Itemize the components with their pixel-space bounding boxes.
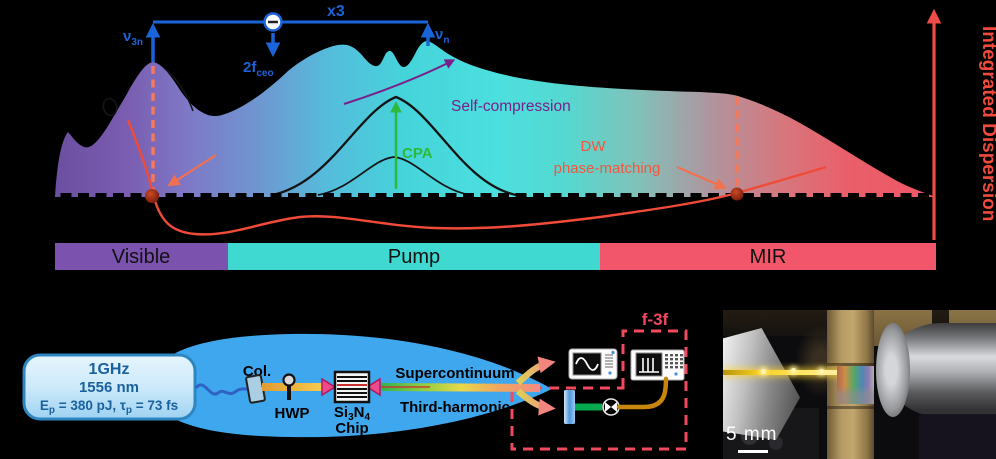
nu3n-label: ν3n xyxy=(123,28,143,48)
cpa-label: CPA xyxy=(402,145,433,162)
band-pump xyxy=(228,243,600,270)
self-compression-arrow xyxy=(343,59,456,105)
photo-mount-seam xyxy=(827,363,874,366)
spectrum-envelope xyxy=(55,41,936,197)
dw-pointer-left-arrow xyxy=(167,154,217,187)
photo-lens-tube-cap xyxy=(876,323,910,417)
dw-label-line2: phase-matching xyxy=(554,160,661,177)
scale-label: 5 mm xyxy=(726,424,778,445)
split-arrow-upper xyxy=(515,356,556,386)
band-pump-label: Pump xyxy=(388,246,440,268)
spectrum-analyzer-icon xyxy=(630,349,685,381)
photo-laser-beam xyxy=(723,370,840,375)
chip-icon xyxy=(333,370,371,404)
photo-beam-speck xyxy=(791,368,796,373)
photodiode-icon xyxy=(602,398,620,416)
oscilloscope-icon xyxy=(568,348,618,380)
pulse-outline-inner xyxy=(317,156,471,196)
dw-pointer-right-arrow xyxy=(676,165,727,190)
setup-panel: f-3f 1GHz 1556 nm Ep = 380 pJ, τp = 73 f… xyxy=(22,310,688,451)
dispersion-axis-label: Integrated Dispersion xyxy=(978,26,996,221)
self-compression-label: Self-compression xyxy=(451,98,571,115)
photo-screw-knob xyxy=(769,436,783,450)
photo-beam-speck xyxy=(819,369,824,374)
spectral-detail-loop xyxy=(102,97,118,117)
spectrum-panel: ν3n νn x3 2fceo Self-compression CPA DW … xyxy=(55,3,996,270)
split-arrow-lower xyxy=(515,388,556,416)
hwp-label: HWP xyxy=(275,405,310,422)
third-harmonic-label: Third-harmonic xyxy=(400,399,510,416)
hwp-icon xyxy=(282,373,296,400)
pulse-outline-outer xyxy=(271,95,517,197)
fceo-label: 2fceo xyxy=(243,59,274,79)
laser-line2: 1556 nm xyxy=(79,379,139,396)
band-mir xyxy=(600,243,936,270)
f3f-label: f-3f xyxy=(642,310,669,329)
band-visible xyxy=(55,243,228,270)
output-coupler-icon xyxy=(365,377,381,397)
detector-fiber xyxy=(616,376,669,410)
fiber-icon xyxy=(194,383,248,396)
input-coupler-icon xyxy=(321,377,337,397)
dispersion-curve xyxy=(126,119,827,236)
dw-dot-visible xyxy=(145,189,159,203)
filter-icon xyxy=(564,390,575,424)
f3f-dashed-box xyxy=(510,329,688,451)
dw-label-line1: DW xyxy=(581,138,607,155)
photo-mount-seam xyxy=(827,406,874,409)
scale-bar xyxy=(738,450,768,453)
photo-beam-speck xyxy=(761,369,766,374)
laser-line3: Ep = 380 pJ, τp = 73 fs xyxy=(40,398,178,416)
nun-label: νn xyxy=(435,26,449,46)
spectral-detail-line xyxy=(163,67,194,112)
photo-chip xyxy=(837,366,874,404)
chip-label-line1: Si3N4 xyxy=(334,404,371,423)
dw-dot-mir xyxy=(730,187,744,201)
chip-photograph: 5 mm xyxy=(723,310,996,459)
band-mir-label: MIR xyxy=(750,246,787,268)
chip-label-line2: Chip xyxy=(335,420,368,437)
laser-line1: 1GHz xyxy=(89,361,130,378)
supercontinuum-label: Supercontinuum xyxy=(395,365,514,382)
photo-foam-pad xyxy=(919,414,996,459)
x3-label: x3 xyxy=(327,3,345,20)
band-visible-label: Visible xyxy=(112,246,171,268)
